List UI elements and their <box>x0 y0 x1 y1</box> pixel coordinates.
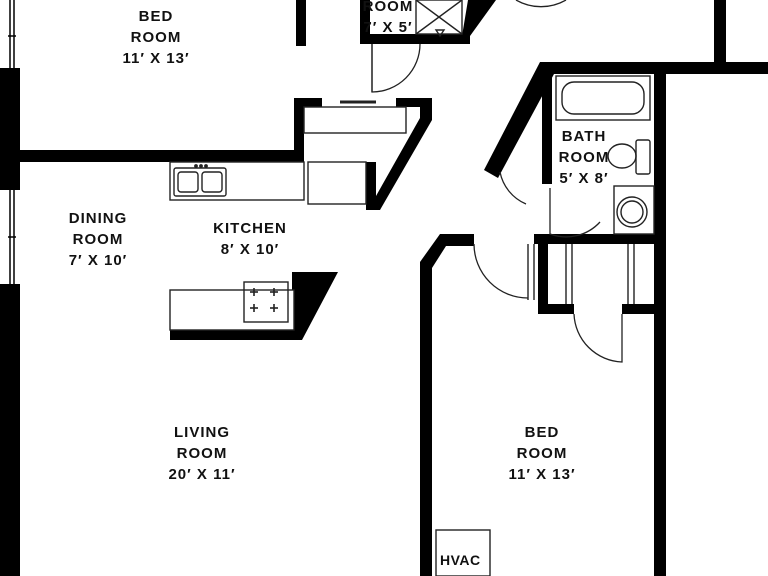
wall-closet-bottom-left <box>538 304 574 314</box>
room-size-dining: 7′ X 10′ <box>68 252 128 269</box>
wall-diagonal-hall <box>366 98 432 210</box>
bath-sink-icon <box>613 185 655 235</box>
room-name-bed-top-1: BED <box>138 8 174 25</box>
room-label-bed-bottom: BED ROOM 11′ X 13′ <box>508 422 575 485</box>
door-arc-hall <box>499 171 527 205</box>
room-name-dining-1: DINING <box>68 210 128 227</box>
wall-top-room-left <box>296 0 306 46</box>
wall-bath-diagonal <box>484 62 554 178</box>
arrow-down-icon <box>434 29 446 38</box>
door-arc-top-room <box>371 43 421 93</box>
room-name-top-small: ROOM <box>362 0 414 15</box>
wall-closet-bottom-right <box>622 304 658 314</box>
refrigerator-icon <box>307 161 367 205</box>
room-size-bed-bottom: 11′ X 13′ <box>508 466 576 483</box>
interior-walls <box>20 0 768 576</box>
door-arc-bath <box>549 188 601 238</box>
window-left-middle <box>8 190 16 284</box>
left-wall-upper <box>0 68 20 190</box>
hvac-label: HVAC <box>440 552 481 568</box>
room-label-bath: BATH ROOM 5′ X 8′ <box>559 126 610 189</box>
door-arc-top-right <box>515 0 567 8</box>
wall-bath-left <box>542 68 552 184</box>
room-name-bath-2: ROOM <box>558 149 610 166</box>
wall-closet-left <box>538 234 548 314</box>
room-name-dining-2: ROOM <box>72 231 124 248</box>
toilet-icon <box>607 139 651 175</box>
room-label-top-small: ROOM 7′ X 5′ <box>363 0 414 38</box>
room-name-kitchen: KITCHEN <box>213 220 287 237</box>
room-name-living-2: ROOM <box>176 445 228 462</box>
wall-bath-right <box>654 68 666 576</box>
wall-top-room-base <box>360 34 470 44</box>
wall-bed-dining <box>20 150 302 162</box>
room-size-bed-top: 11′ X 13′ <box>122 50 190 67</box>
wall-closet-stub-right <box>396 98 430 107</box>
room-name-bath-1: BATH <box>561 128 607 145</box>
wall-closet-stub <box>294 98 304 162</box>
room-name-living-1: LIVING <box>173 424 231 441</box>
bathtub-icon <box>555 75 651 121</box>
wall-closet-top <box>294 98 322 107</box>
sink-icon <box>173 164 227 197</box>
room-name-bed-top-2: ROOM <box>130 29 182 46</box>
hvac-box <box>435 529 491 576</box>
wall-top-diagonal <box>462 0 496 36</box>
room-label-dining: DINING ROOM 7′ X 10′ <box>69 208 128 271</box>
stove-icon <box>243 281 289 323</box>
room-name-bed-bottom-1: BED <box>524 424 560 441</box>
fixtures <box>169 0 655 576</box>
wall-bath-bottom <box>534 234 666 244</box>
room-name-bed-bottom-2: ROOM <box>516 445 568 462</box>
wall-bed-bottom-diagonal <box>420 234 474 576</box>
door-swings <box>371 0 623 363</box>
door-arc-closet <box>573 313 623 363</box>
room-size-bath: 5′ X 8′ <box>559 170 609 187</box>
closet-shelf <box>303 106 407 134</box>
room-label-bed-top: BED ROOM 11′ X 13′ <box>122 6 189 69</box>
room-label-living: LIVING ROOM 20′ X 11′ <box>168 422 235 485</box>
door-arc-bed-bottom <box>473 243 529 299</box>
left-wall-lower <box>0 284 20 576</box>
wall-top-right-vertical <box>714 0 726 66</box>
exterior-walls <box>0 0 20 576</box>
window-left-top <box>8 0 16 68</box>
kitchen-counter-lower <box>169 289 295 331</box>
room-size-kitchen: 8′ X 10′ <box>220 241 280 258</box>
room-size-top-small: 7′ X 5′ <box>363 19 413 36</box>
room-label-kitchen: KITCHEN 8′ X 10′ <box>213 218 287 260</box>
wall-top-room-mid <box>360 0 370 44</box>
wall-kitchen-diagonal <box>170 272 338 340</box>
room-size-living: 20′ X 11′ <box>168 466 236 483</box>
